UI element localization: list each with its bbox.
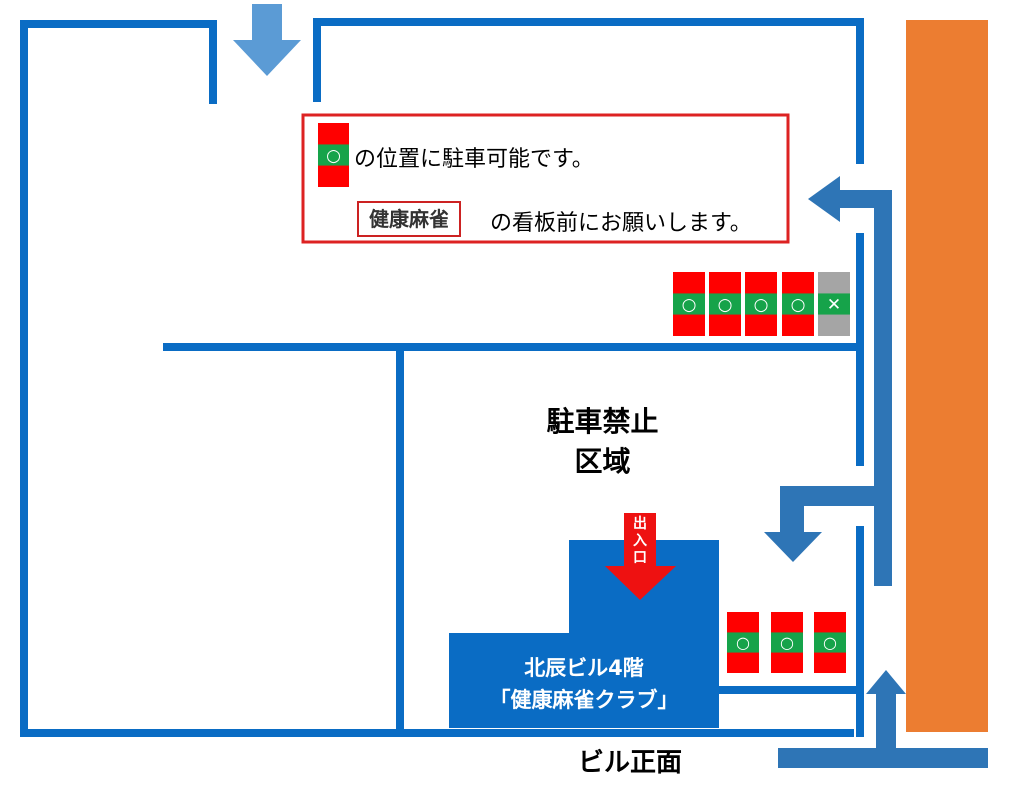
lot-walls xyxy=(20,18,864,737)
upper-spot-4: ○ xyxy=(782,272,814,336)
upper-parking-row: ○ ○ ○ ○ ✕ xyxy=(673,272,850,336)
unavailable-mark: ✕ xyxy=(827,295,841,315)
entrance-arrow xyxy=(605,513,676,600)
available-mark: ○ xyxy=(718,295,733,315)
road xyxy=(906,20,988,732)
building-club: 「健康麻雀クラブ」 xyxy=(489,688,679,712)
no-parking-line1: 駐車禁止 xyxy=(546,405,659,438)
building-front-label: ビル正面 xyxy=(578,748,683,778)
available-mark: ○ xyxy=(754,295,769,315)
upper-spot-3: ○ xyxy=(745,272,777,336)
building-label: 北辰ビル4階 「健康麻雀クラブ」 xyxy=(449,652,719,716)
lower-parking-row: ○ ○ ○ xyxy=(727,612,846,673)
legend-spot-marker: ○ xyxy=(318,123,349,187)
flow-arrows xyxy=(764,176,988,768)
entrance-char-3: 口 xyxy=(633,550,647,566)
entry-arrow-top xyxy=(233,4,301,76)
lower-spot-2: ○ xyxy=(771,612,803,673)
building-name: 北辰ビル4階 xyxy=(524,656,644,680)
entrance-char-1: 出 xyxy=(633,516,647,532)
lower-spot-1: ○ xyxy=(727,612,759,673)
lower-spot-3: ○ xyxy=(814,612,846,673)
legend-box xyxy=(301,113,790,244)
available-mark: ○ xyxy=(823,633,837,652)
entrance-char-2: 入 xyxy=(633,533,647,549)
available-mark: ○ xyxy=(682,295,697,315)
legend-sign-text: の看板前にお願いします。 xyxy=(490,211,752,236)
upper-spot-5: ✕ xyxy=(818,272,850,336)
available-mark: ○ xyxy=(326,146,341,166)
legend-available-text: の位置に駐車可能です。 xyxy=(354,147,594,172)
upper-spot-2: ○ xyxy=(709,272,741,336)
legend-parking-spot: ○ xyxy=(318,123,349,187)
legend-sign-name: 健康麻雀 xyxy=(357,201,461,237)
available-mark: ○ xyxy=(780,633,794,652)
available-mark: ○ xyxy=(791,295,806,315)
available-mark: ○ xyxy=(736,633,750,652)
no-parking-line2: 区域 xyxy=(574,445,631,478)
upper-spot-1: ○ xyxy=(673,272,705,336)
no-parking-label: 駐車禁止 区域 xyxy=(520,400,685,480)
entrance-label: 出 入 口 xyxy=(630,516,650,567)
